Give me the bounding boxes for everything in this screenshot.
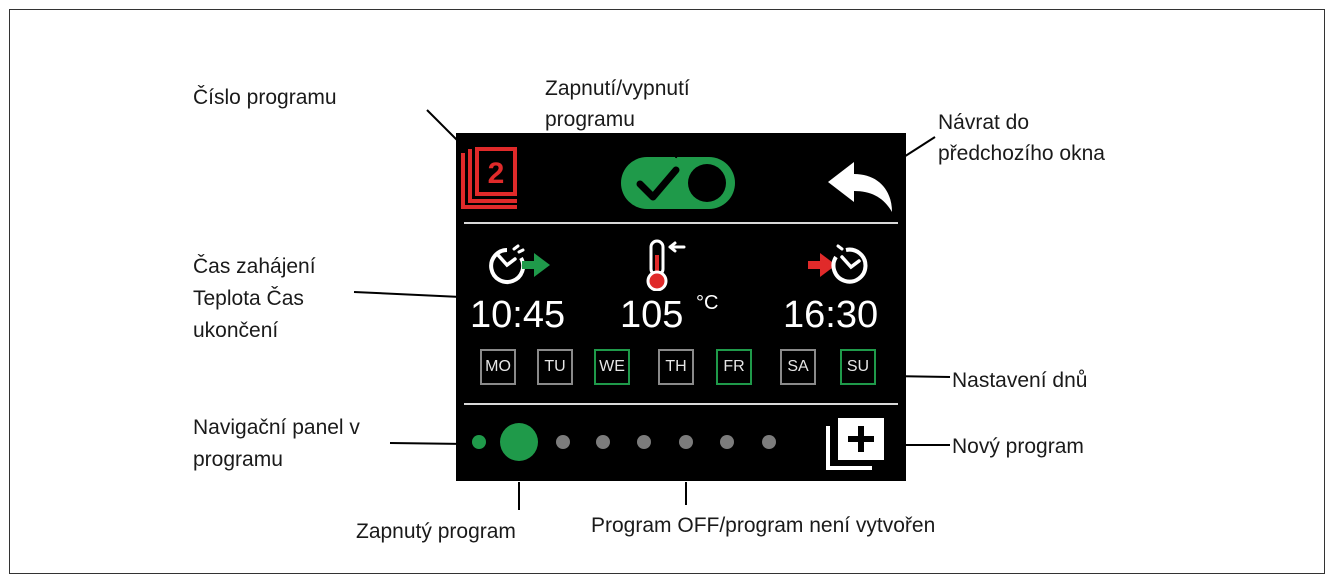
day-button-we[interactable]: WE [594,349,630,385]
program-number-icon[interactable]: 2 [459,145,525,211]
day-button-su[interactable]: SU [840,349,876,385]
label-back-line1: Návrat do [938,111,1030,134]
program-navigation-panel [472,423,776,461]
bottom-separator [464,403,898,405]
label-nav-line2: programu [193,448,283,471]
program-number-text: 2 [488,157,505,190]
nav-dot-program-6[interactable] [679,435,693,449]
end-time-value[interactable]: 16:30 [783,294,879,336]
label-times-line1: Čas zahájení [193,255,316,278]
nav-dot-program-8[interactable] [762,435,776,449]
leader-line-toggle [675,135,681,159]
nav-dot-program-3[interactable] [556,435,570,449]
label-back-line2: předchozího okna [938,142,1105,165]
label-times-line2: Teplota Čas [193,287,304,310]
label-days: Nastavení dnů [952,369,1088,392]
timer-start-icon [489,244,550,284]
label-times-line3: ukončení [193,319,279,342]
nav-dot-program-7[interactable] [720,435,734,449]
toggle-switch-icon[interactable] [620,156,736,210]
label-new-program: Nový program [952,435,1084,458]
label-program-off: Program OFF/program není vytvořen [591,514,936,537]
temperature-unit: °C [696,292,719,314]
leader-line-back [895,136,936,163]
timer-end-icon [808,244,868,284]
nav-dot-program-2-current[interactable] [500,423,538,461]
label-active-program: Zapnutý program [356,520,516,543]
label-toggle-line2: programu [545,108,635,131]
label-program-number: Číslo programu [193,86,337,109]
label-nav-line1: Navigační panel v [193,416,360,439]
leader-line-program-number [426,109,464,147]
label-toggle-line1: Zapnutí/vypnutí [545,77,690,100]
day-button-th[interactable]: TH [658,349,694,385]
leader-line-times [353,291,462,298]
nav-dot-program-4[interactable] [596,435,610,449]
temperature-value[interactable]: 105 [620,294,684,336]
day-button-mo[interactable]: MO [480,349,516,385]
leader-line-days [886,375,951,378]
day-button-fr[interactable]: FR [716,349,752,385]
thermometer-icon [646,239,686,291]
nav-dot-program-1[interactable] [472,435,486,449]
start-time-value[interactable]: 10:45 [470,294,566,336]
top-separator [464,222,898,224]
leader-line-nav [389,442,468,445]
add-program-icon[interactable] [824,416,888,472]
nav-dot-program-5[interactable] [637,435,651,449]
day-button-sa[interactable]: SA [780,349,816,385]
day-button-tu[interactable]: TU [537,349,573,385]
back-arrow-icon[interactable] [826,160,896,214]
figure-frame [9,9,1325,574]
